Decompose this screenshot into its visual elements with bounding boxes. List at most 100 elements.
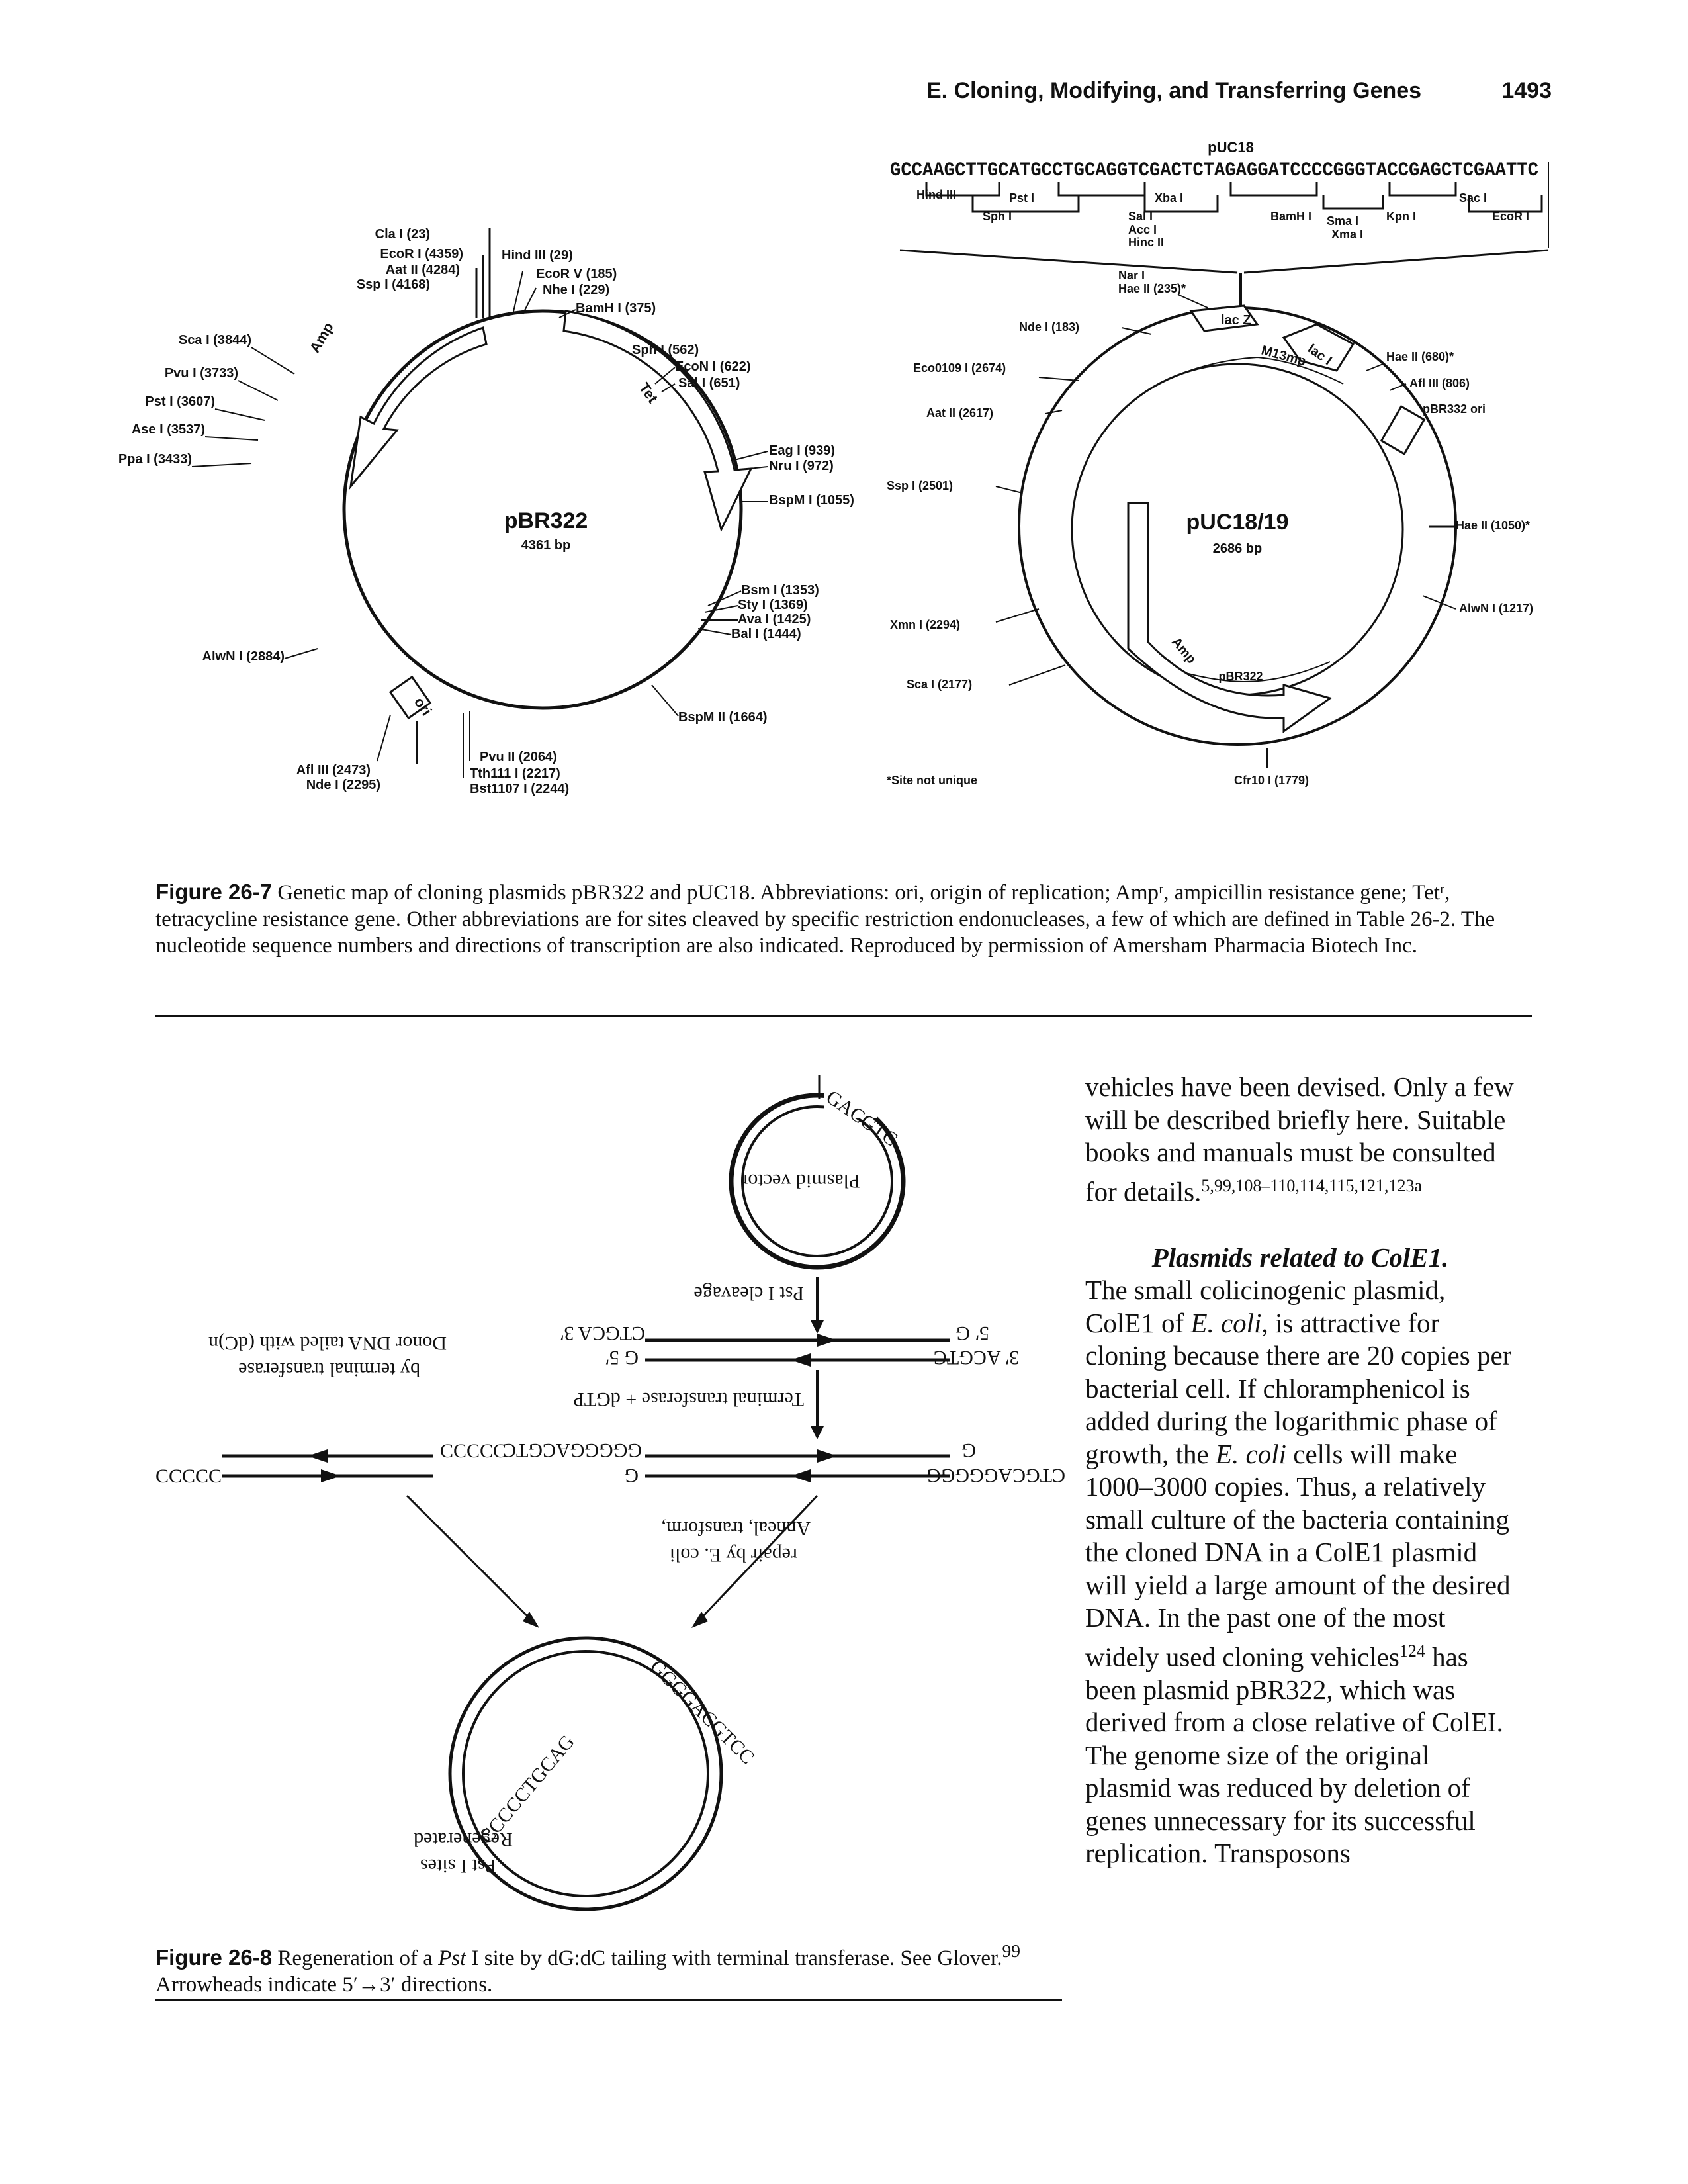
site-xmn1: Xmn I (2294) — [890, 618, 960, 631]
figure-26-7-text: Genetic map of cloning plasmids pBR322 a… — [155, 881, 1495, 958]
running-title: E. Cloning, Modifying, and Transferring … — [926, 78, 1422, 103]
seq-g-5prime: G 5′ — [605, 1347, 639, 1369]
figure-rule-1 — [155, 1015, 1532, 1017]
regen-seq-top: GGGGACGTCC — [646, 1656, 759, 1769]
site-ecor5: EcoR V (185) — [536, 267, 617, 281]
site-bspm1: BspM I (1055) — [769, 493, 854, 508]
site-ase1: Ase I (3537) — [132, 422, 205, 437]
site-alwn1: AlwN I (2884) — [202, 649, 285, 664]
pbr322-arc-label: pBR322 — [1218, 670, 1263, 683]
site-pvu1: Pvu I (3733) — [165, 366, 238, 381]
repair-label: repair by E. coli — [670, 1544, 797, 1566]
site-sal1: Sal I (651) — [678, 376, 740, 390]
body-text-column: vehicles have been devised. Only a few w… — [1085, 1071, 1515, 1870]
pst-cleavage-label: Pst I cleavage — [693, 1283, 804, 1304]
donor-label: Donor DNA tailed with (dC)n — [208, 1332, 447, 1354]
figure-26-8-label: Figure 26-8 — [155, 1945, 273, 1970]
seq-xma1: Xma I — [1331, 228, 1363, 241]
seq-ctgca-3prime: CTGCA 3′ — [560, 1322, 645, 1344]
section-heading-cole1: Plasmids related to ColE1. — [1151, 1242, 1449, 1273]
donor-ccccc-right: CCCCC — [440, 1440, 506, 1462]
pbr332-ori-label: pBR332 ori — [1423, 402, 1486, 416]
site-eag1: Eag I (939) — [769, 443, 835, 458]
terminal-dgtp-label: Terminal transferase + dGTP — [573, 1388, 804, 1410]
seq-bamh1: BamH I — [1270, 210, 1311, 223]
seq-sac1: Sac I — [1459, 191, 1487, 205]
site-ecor1: EcoR I (4359) — [380, 247, 463, 261]
seq-hind3: Hind III — [916, 188, 956, 201]
site-nde1-183: Nde I (183) — [1019, 320, 1079, 334]
seq-ctgcaggggg: CTGCAGGGGG — [926, 1465, 1065, 1486]
seq-gggggacgtc: GGGGGACGTC — [503, 1439, 642, 1461]
regen-pst-sites-label: Pst I sites — [420, 1855, 496, 1877]
site-eco0109: Eco0109 I (2674) — [913, 361, 1006, 375]
seq-sma1: Sma I — [1327, 214, 1358, 228]
amp-gene-arrow — [349, 326, 488, 490]
site-hae2-235: Hae II (235)* — [1118, 282, 1186, 295]
site-ssp1-2501: Ssp I (2501) — [887, 479, 953, 492]
site-pvu2: Pvu II (2064) — [480, 750, 557, 764]
site-ava1: Ava I (1425) — [738, 612, 811, 627]
site-afl3: Afl III (2473) — [296, 763, 371, 778]
seq-hinc2: Hinc II — [1128, 236, 1164, 249]
tet-label: Tet — [636, 380, 662, 407]
tet-gene-arrow — [562, 310, 753, 533]
site-bal1: Bal I (1444) — [731, 627, 801, 641]
seq-sph1: Sph I — [983, 210, 1012, 223]
figure-26-7-label: Figure 26-7 — [155, 880, 273, 904]
regenerated-label: Regenerated — [414, 1829, 513, 1850]
page-number: 1493 — [1501, 78, 1552, 103]
seq-sal1: Sal I — [1128, 210, 1153, 223]
figure-26-7-caption: Figure 26-7 Genetic map of cloning plasm… — [155, 879, 1538, 959]
seq-acc1: Acc I — [1128, 223, 1157, 236]
pbr322-name: pBR322 — [504, 508, 588, 533]
puc18-title: pUC18 — [1208, 139, 1254, 156]
seq-pst1: Pst I — [1009, 191, 1034, 205]
site-econ1: EcoN I (622) — [675, 359, 750, 374]
site-nru1: Nru I (972) — [769, 459, 834, 473]
donor-ccccc-left: CCCCC — [155, 1465, 222, 1487]
lacz-label: lac Z — [1221, 313, 1251, 328]
site-alwn1-1217: AlwN I (1217) — [1459, 602, 1533, 615]
site-sph1: Sph I (562) — [632, 343, 699, 357]
figure-26-8-caption: Figure 26-8 Regeneration of a Pst I site… — [155, 1940, 1020, 1997]
puc-map: pUC18 GCCAAGCTTGCATGCCTGCAGGTCGACTCTAGAG… — [887, 139, 1549, 787]
site-tth111: Tth111 I (2217) — [470, 766, 560, 781]
site-bspm2: BspM II (1664) — [678, 710, 767, 725]
site-aat2: Aat II (4284) — [386, 263, 460, 277]
site-sca1-2177: Sca I (2177) — [907, 678, 972, 691]
pbr322-map: ori Amp Tet pBR322 4361 bp Cla I (23) Ec… — [118, 227, 854, 796]
seq-kpn1: Kpn I — [1386, 210, 1416, 223]
site-aat2-2617: Aat II (2617) — [926, 406, 993, 420]
puc-sequence: GCCAAGCTTGCATGCCTGCAGGTCGACTCTAGAGGATCCC… — [890, 159, 1538, 182]
seq-g-left: G — [624, 1465, 639, 1486]
site-bamh1: BamH I (375) — [576, 301, 656, 316]
seq-g-right: G — [961, 1439, 976, 1461]
puc-name: pUC18/19 — [1186, 510, 1289, 535]
site-nar1: Nar I — [1118, 269, 1145, 282]
ori-box — [388, 675, 432, 720]
figure-26-8-diagram: GACGTC Plasmid vector Pst I cleavage 5′ … — [155, 1075, 1065, 1911]
site-pst1: Pst I (3607) — [145, 394, 215, 409]
body-paragraph-2: The small colicinogenic plasmid, ColE1 o… — [1085, 1275, 1512, 1869]
amp-puc-label: Amp — [1169, 635, 1198, 666]
seq-xba1: Xba I — [1155, 191, 1183, 205]
site-cfr10: Cfr10 I (1779) — [1234, 774, 1309, 787]
site-bsm1: Bsm I (1353) — [741, 583, 819, 598]
figure-rule-2 — [155, 1999, 1062, 2001]
anneal-label: Anneal, transform, — [661, 1518, 811, 1539]
body-paragraph-1: vehicles have been devised. Only a few w… — [1085, 1071, 1514, 1207]
site-ppa1: Ppa I (3433) — [118, 452, 192, 467]
site-hae2-1050: Hae II (1050)* — [1456, 519, 1530, 532]
site-bst1107: Bst1107 I (2244) — [470, 782, 569, 796]
amp-label: Amp — [306, 320, 337, 356]
site-hind3: Hind III (29) — [502, 248, 573, 263]
site-cla1: Cla I (23) — [375, 227, 430, 242]
site-hae2-680: Hae II (680)* — [1386, 350, 1454, 363]
site-sty1: Sty I (1369) — [738, 598, 808, 612]
site-afl3-806: Afl III (806) — [1409, 377, 1470, 390]
donor-tt-label: by terminal transferase — [238, 1359, 420, 1381]
running-header: E. Cloning, Modifying, and Transferring … — [926, 78, 1552, 104]
site-sca1: Sca I (3844) — [179, 333, 251, 347]
site-nhe1: Nhe I (229) — [543, 283, 609, 297]
